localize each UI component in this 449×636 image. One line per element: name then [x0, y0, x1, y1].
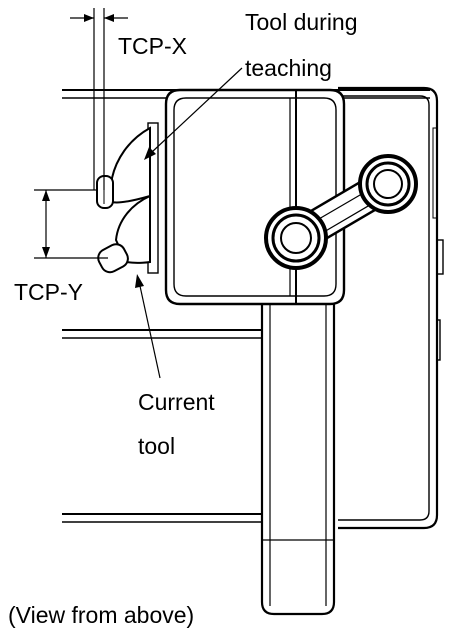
- lower-block: [260, 294, 336, 616]
- view-caption: (View from above): [8, 602, 194, 628]
- tool-during-teaching-shape: [96, 126, 151, 209]
- current-tool-label-line1: Current: [138, 389, 215, 415]
- gripper-body: [147, 88, 346, 306]
- bottom-rail: [62, 513, 262, 523]
- leader-current-tool: [135, 274, 161, 379]
- cable-gland-upper: [358, 154, 418, 214]
- cable-gland-lower: [264, 206, 328, 270]
- tcp-y-dimension: [34, 189, 108, 259]
- leader-tool-during-teaching: [144, 67, 243, 160]
- tool-during-label-line1: Tool during: [245, 9, 358, 35]
- current-tool-label-line2: tool: [138, 433, 175, 459]
- current-tool-shape: [97, 194, 151, 274]
- tool-during-label-line2: teaching: [245, 55, 332, 81]
- middle-rail: [62, 329, 262, 339]
- tcp-x-dimension: [70, 8, 128, 190]
- tcp-x-label: TCP-X: [118, 33, 187, 59]
- tcp-y-label: TCP-Y: [14, 279, 83, 305]
- right-housing: [338, 86, 444, 530]
